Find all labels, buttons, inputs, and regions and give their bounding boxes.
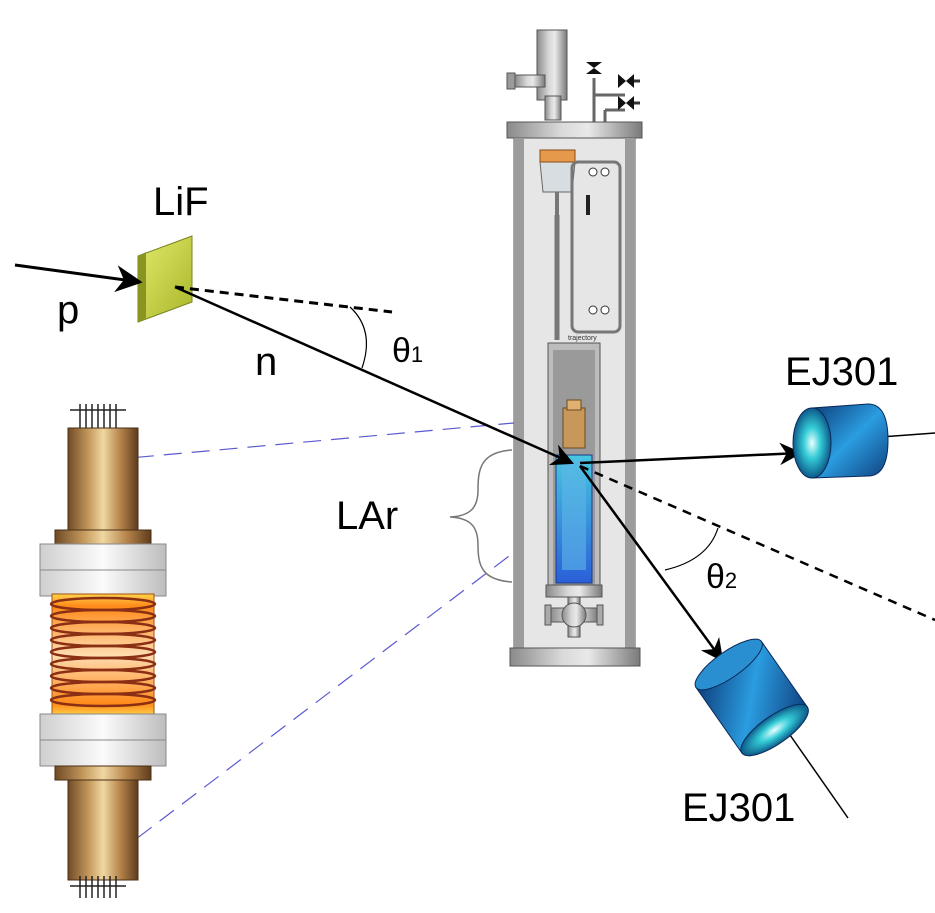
- neutron-label: n: [255, 340, 278, 384]
- valve-icon: [586, 62, 602, 74]
- lif-label: LiF: [153, 180, 209, 224]
- ej301-detector-top: [792, 403, 889, 479]
- theta1-subscript: 1: [410, 342, 424, 367]
- valve-icon: [618, 96, 634, 110]
- coil: [49, 596, 157, 708]
- theta2-symbol: θ: [706, 558, 725, 596]
- guide-lines: [107, 417, 576, 856]
- ej301-top-label: EJ301: [785, 350, 899, 394]
- lar-brace: [449, 449, 513, 583]
- valve-icon: [618, 74, 634, 88]
- lif-target: [137, 235, 193, 323]
- ej301-detector-bottom: [694, 638, 809, 757]
- theta2-label: θ2: [706, 558, 737, 597]
- proton-label: p: [57, 288, 80, 332]
- cryostat: trajectory: [506, 29, 643, 667]
- theta2-subscript: 2: [724, 568, 738, 593]
- lar-label: LAr: [336, 494, 399, 538]
- beam-lines: [14, 263, 935, 819]
- cryostat-tag: trajectory: [568, 335, 597, 342]
- theta1-symbol: θ: [392, 332, 411, 370]
- ej301-bottom-label: EJ301: [682, 786, 796, 830]
- gas-cell: [39, 404, 167, 898]
- theta1-label: θ1: [392, 332, 423, 371]
